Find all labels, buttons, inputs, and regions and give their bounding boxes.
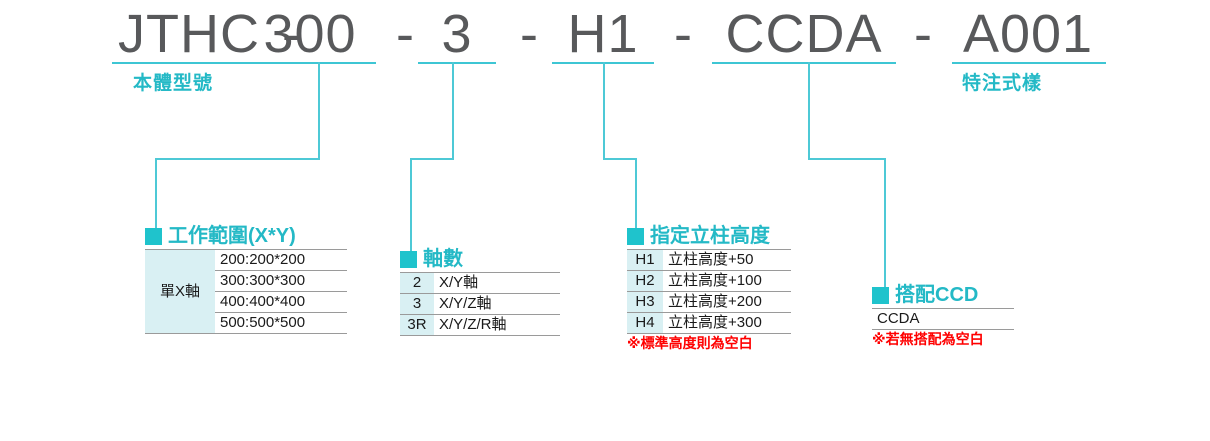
bullet-square-icon [400, 250, 417, 268]
axis-count-code: 2 [400, 272, 434, 294]
column-height-code: H1 [627, 249, 663, 271]
leader-axis-count-v2 [410, 158, 412, 253]
group-ccd: 搭配CCD CCDA ※若無搭配為空白 [872, 285, 1014, 347]
leader-axis-count-v1 [452, 62, 454, 160]
group-working-range-label: 工作範圍 [168, 225, 248, 247]
working-range-value: 300:300*300 [215, 270, 347, 292]
segment-underline-ccd [712, 62, 896, 64]
model-separator-5: - [914, 4, 932, 64]
group-column-height-label: 指定立柱高度 [650, 225, 770, 247]
column-height-note: ※標準高度則為空白 [627, 335, 753, 351]
caption-body-type: 本體型號 [133, 73, 214, 94]
table-row: 300:300*300 [145, 270, 347, 292]
table-row: H1 立柱高度+50 [627, 249, 791, 271]
column-height-desc: 立柱高度+200 [663, 291, 791, 313]
table-row: 3 X/Y/Z軸 [400, 293, 560, 315]
ccd-table: CCDA [872, 308, 1014, 330]
column-height-desc: 立柱高度+300 [663, 312, 791, 334]
table-row: H2 立柱高度+100 [627, 270, 791, 292]
model-separator-2: - [396, 4, 414, 64]
leader-axis-count-h [410, 158, 454, 160]
bullet-square-icon [145, 227, 162, 245]
leader-ccd-v2 [884, 158, 886, 288]
column-height-code: H3 [627, 291, 663, 313]
working-range-value: 500:500*500 [215, 312, 347, 334]
table-row: H3 立柱高度+200 [627, 291, 791, 313]
segment-underline-body-type [112, 62, 264, 64]
table-row: 單X軸 200:200*200 [145, 249, 347, 334]
axis-count-table: 2 X/Y軸 3 X/Y/Z軸 3R X/Y/Z/R軸 [400, 272, 560, 336]
model-number-row: JTHC - 300 - 3 - H1 - CCDA - A001 [0, 0, 1210, 64]
model-segment-special-spec: A001 [962, 4, 1094, 64]
bullet-square-icon [627, 227, 644, 245]
table-row: 500:500*500 [145, 312, 347, 334]
table-row: CCDA [872, 308, 1014, 330]
group-axis-count: 軸數 2 X/Y軸 3 X/Y/Z軸 3R X/Y/Z/R軸 [400, 249, 560, 336]
leader-column-height-v2 [635, 158, 637, 230]
column-height-code: H2 [627, 270, 663, 292]
group-ccd-label: 搭配CCD [895, 284, 979, 306]
axis-count-code: 3 [400, 293, 434, 315]
ccd-code: CCDA [872, 308, 1014, 330]
column-height-table: H1 立柱高度+50 H2 立柱高度+100 H3 立柱高度+200 H4 立柱… [627, 249, 791, 334]
group-column-height: 指定立柱高度 H1 立柱高度+50 H2 立柱高度+100 H3 立柱高度+20… [627, 226, 791, 351]
column-height-desc: 立柱高度+50 [663, 249, 791, 271]
working-range-value: 200:200*200 [215, 249, 347, 271]
axis-count-desc: X/Y/Z軸 [434, 293, 560, 315]
model-segment-working-range: 300 [263, 4, 357, 64]
axis-count-desc: X/Y/Z/R軸 [434, 314, 560, 336]
segment-underline-axis-count [418, 62, 496, 64]
working-range-value: 400:400*400 [215, 291, 347, 313]
column-height-desc: 立柱高度+100 [663, 270, 791, 292]
group-axis-count-label: 軸數 [423, 248, 463, 270]
leader-ccd-v1 [808, 62, 810, 160]
leader-working-range-v1 [318, 62, 320, 160]
segment-underline-working-range [244, 62, 376, 64]
leader-column-height-h [603, 158, 637, 160]
table-row: H4 立柱高度+300 [627, 312, 791, 334]
group-column-height-title: 指定立柱高度 [627, 226, 791, 246]
model-segment-axis-count: 3 [441, 4, 473, 64]
axis-count-code: 3R [400, 314, 434, 336]
ccd-note: ※若無搭配為空白 [872, 331, 984, 347]
model-separator-3: - [520, 4, 538, 64]
group-working-range-suffix: (X*Y) [248, 225, 296, 247]
group-ccd-title: 搭配CCD [872, 285, 1014, 305]
working-range-axis-label: 單X軸 [145, 249, 215, 334]
table-row: 400:400*400 [145, 291, 347, 313]
model-separator-4: - [674, 4, 692, 64]
model-segment-body-type: JTHC [118, 4, 260, 64]
group-axis-count-title: 軸數 [400, 249, 560, 269]
model-segment-ccd: CCDA [725, 4, 883, 64]
group-working-range-title: 工作範圍(X*Y) [145, 226, 347, 246]
axis-count-desc: X/Y軸 [434, 272, 560, 294]
caption-special-spec: 特注式樣 [962, 73, 1043, 94]
working-range-table: 單X軸 200:200*200 300:300*300 400:400*400 … [145, 249, 347, 334]
model-segment-column-height: H1 [567, 4, 639, 64]
segment-underline-special-spec [952, 62, 1106, 64]
leader-column-height-v1 [603, 62, 605, 160]
model-separator-1: - [282, 4, 300, 64]
bullet-square-icon [872, 286, 889, 304]
table-row: 2 X/Y軸 [400, 272, 560, 294]
table-row: 3R X/Y/Z/R軸 [400, 314, 560, 336]
leader-working-range-h [155, 158, 320, 160]
leader-ccd-h [808, 158, 886, 160]
column-height-code: H4 [627, 312, 663, 334]
leader-working-range-v2 [155, 158, 157, 230]
group-working-range: 工作範圍(X*Y) 單X軸 200:200*200 300:300*300 40… [145, 226, 347, 334]
